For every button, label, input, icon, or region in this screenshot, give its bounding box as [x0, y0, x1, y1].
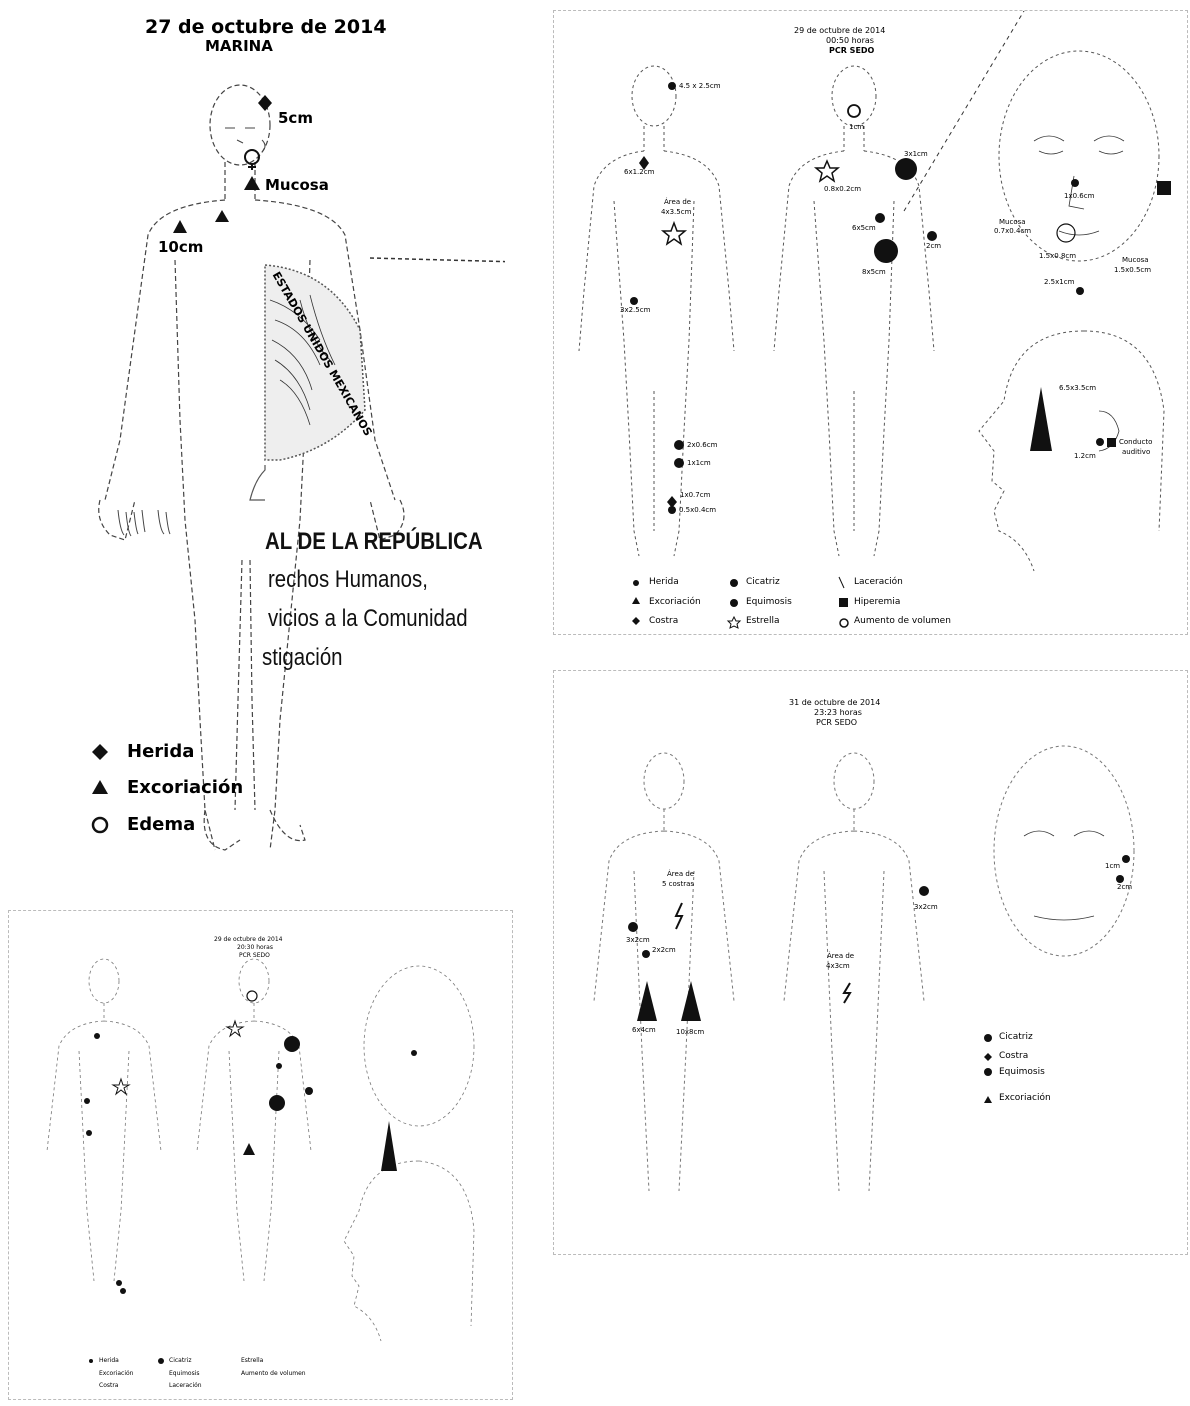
panel-b-time: 00:50 horas [826, 37, 874, 45]
b-label-profile-auditivo: auditivo [1122, 449, 1150, 456]
legend-open-circle-icon [93, 818, 107, 832]
d-label-area2: Área de [827, 953, 854, 960]
d-label-area2-size: 4x3cm [826, 963, 850, 970]
legend-c-item-3: Cicatriz [169, 1358, 191, 1364]
legend-b-item-2: Costra [649, 617, 678, 626]
b-label-profile-size: 6.5x3.5cm [1059, 385, 1096, 392]
legend-c-item-1: Excoriación [99, 1371, 133, 1377]
legend-c-item-7: Aumento de volumen [241, 1371, 306, 1377]
legend-d-item-1: Costra [999, 1052, 1028, 1061]
legend-b-item-0: Herida [649, 578, 679, 587]
legend-c-item-6: Estrella [241, 1358, 263, 1364]
b-label-ankle1: 1x0.7cm [680, 492, 710, 499]
legend-d-item-3: Excoriación [999, 1094, 1051, 1103]
panel-a-name: MARINA [205, 39, 273, 54]
b-label-back-big1: 3x1cm [904, 151, 928, 158]
panel-b-name: PCR SEDO [829, 47, 874, 55]
panel-b-oct29-0050: 29 de octubre de 2014 00:50 horas PCR SE… [553, 10, 1188, 635]
panel-d-name: PCR SEDO [816, 719, 857, 727]
b-label-leg2: 1x1cm [687, 460, 711, 467]
legend-b-item-1: Excoriación [649, 598, 701, 607]
legend-b-item-4: Equimosis [746, 598, 792, 607]
b-label-face-lip2: 2.5x1cm [1044, 279, 1074, 286]
legend-c-item-2: Costra [99, 1383, 118, 1389]
b-label-profile-ear: 1.2cm [1074, 453, 1096, 460]
label-shoulder: 10cm [158, 240, 203, 255]
panel-d-oct31-2323: 31 de octubre de 2014 23:23 horas PCR SE… [553, 670, 1188, 1255]
legend-b-item-3: Cicatriz [746, 578, 780, 587]
b-label-back-mid: 6x5cm [852, 225, 876, 232]
label-head-wound: 5cm [278, 111, 313, 126]
b-label-area: Área de [664, 199, 691, 206]
stamp-line-2: rechos Humanos, [268, 568, 428, 592]
panel-d-time: 23:23 horas [814, 709, 862, 717]
stamp-line-3: vicios a la Comunidad [268, 607, 468, 631]
panel-c-date: 29 de octubre de 2014 [214, 937, 283, 943]
legend-c-item-5: Laceración [169, 1383, 202, 1389]
b-label-head-top: 4.5 x 2.5cm [679, 83, 721, 90]
b-label-face-mucosa2-size: 1.5x0.5cm [1114, 267, 1151, 274]
b-label-area-size: 4x3.5cm [661, 209, 691, 216]
d-label-area1: Área de [667, 871, 694, 878]
legend-b-item-7: Hiperemia [854, 598, 900, 607]
b-label-face-mucosa: Mucosa [999, 219, 1026, 226]
panel-a-seal [250, 265, 365, 500]
b-label-profile-conduct: Conducto [1119, 439, 1152, 446]
b-label-ankle2: 0.5x0.4cm [679, 507, 716, 514]
b-label-back-big2: 8x5cm [862, 269, 886, 276]
d-label-tri2: 10x8cm [676, 1029, 704, 1036]
legend-d-item-2: Equimosis [999, 1068, 1045, 1077]
panel-d-date: 31 de octubre de 2014 [789, 699, 880, 707]
d-label-tri1: 6x4cm [632, 1027, 656, 1034]
legend-diamond-icon [92, 744, 108, 760]
b-label-back-head: 1cm [849, 124, 864, 131]
panel-a-marina: 27 de octubre de 2014 MARINA 5cm Mucosa … [0, 0, 505, 885]
b-label-back-star: 0.8x0.2cm [824, 186, 861, 193]
b-label-leg1: 2x0.6cm [687, 442, 717, 449]
stamp-line-4: stigación [262, 646, 343, 670]
stamp-line-1: AL DE LA REPÚBLICA [265, 530, 483, 554]
legend-a-item-1: Excoriación [127, 779, 243, 797]
label-mouth: Mucosa [265, 178, 329, 193]
b-label-face-mucosa-size: 0.7x0.4cm [994, 228, 1031, 235]
legend-d-item-0: Cicatriz [999, 1033, 1033, 1042]
b-label-shoulder: 6x1.2cm [624, 169, 654, 176]
d-label-back-dot: 3x2cm [914, 904, 938, 911]
d-label-left1: 3x2cm [626, 937, 650, 944]
d-label-left2: 2x2cm [652, 947, 676, 954]
d-label-face2: 2cm [1117, 884, 1132, 891]
legend-c-item-0: Herida [99, 1358, 119, 1364]
panel-a-date: 27 de octubre de 2014 [145, 18, 387, 37]
b-label-face-cheek: 1x0.6cm [1064, 193, 1094, 200]
legend-b-item-8: Aumento de volumen [854, 617, 951, 626]
panel-a-markers [173, 95, 272, 233]
legend-triangle-icon [92, 780, 108, 794]
panel-a-body-outline [0, 0, 505, 885]
panel-b-date: 29 de octubre de 2014 [794, 27, 885, 35]
legend-b-item-6: Laceración [854, 578, 903, 587]
panel-c-oct29-2030: 29 de octubre de 2014 20:30 horas PCR SE… [8, 910, 513, 1400]
panel-c-name: PCR SEDO [239, 953, 270, 959]
b-label-arm: 3x2.5cm [620, 307, 650, 314]
b-label-back-right: 2cm [926, 243, 941, 250]
legend-c-item-4: Equimosis [169, 1371, 200, 1377]
b-label-face-lip1: 1.5x0.8cm [1039, 253, 1076, 260]
legend-a-item-0: Herida [127, 743, 194, 761]
b-label-face-mucosa2: Mucosa [1122, 257, 1149, 264]
legend-a-item-2: Edema [127, 816, 195, 834]
d-label-face1: 1cm [1105, 863, 1120, 870]
legend-b-item-5: Estrella [746, 617, 779, 626]
panel-c-time: 20:30 horas [237, 945, 273, 951]
d-label-area1-size: 5 costras [662, 881, 694, 888]
